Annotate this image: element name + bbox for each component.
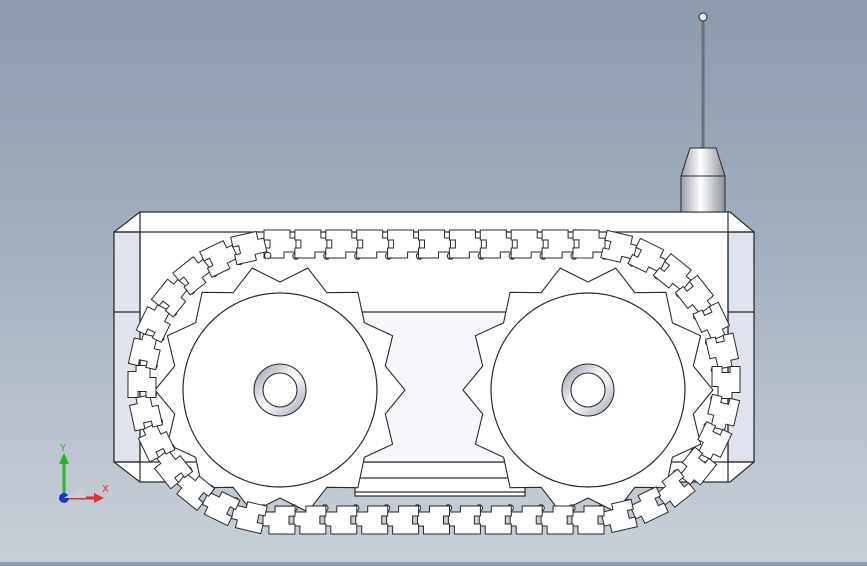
track-link [479,229,516,260]
left-sprocket [154,267,406,513]
track-chain [127,229,741,535]
track-link [568,504,605,535]
antenna [680,12,726,213]
track-link [475,504,512,535]
track-link [321,504,358,535]
track-link [230,230,272,266]
track-link [290,504,327,535]
x-axis-label: X [102,484,109,495]
view-cone [64,486,86,498]
y-axis-arrowhead [59,453,69,464]
track-link [444,504,481,535]
coordinate-triad: X Y [48,440,118,510]
x-axis-arrowhead [94,493,104,503]
sprocket-bore [570,372,606,408]
track-link [537,504,574,535]
sprocket-bore [262,372,298,408]
right-sprocket [462,267,714,513]
track-link [382,504,420,535]
y-axis-label: Y [59,443,67,454]
track-link [352,504,389,535]
track-link [413,504,450,535]
track-link [506,504,543,535]
